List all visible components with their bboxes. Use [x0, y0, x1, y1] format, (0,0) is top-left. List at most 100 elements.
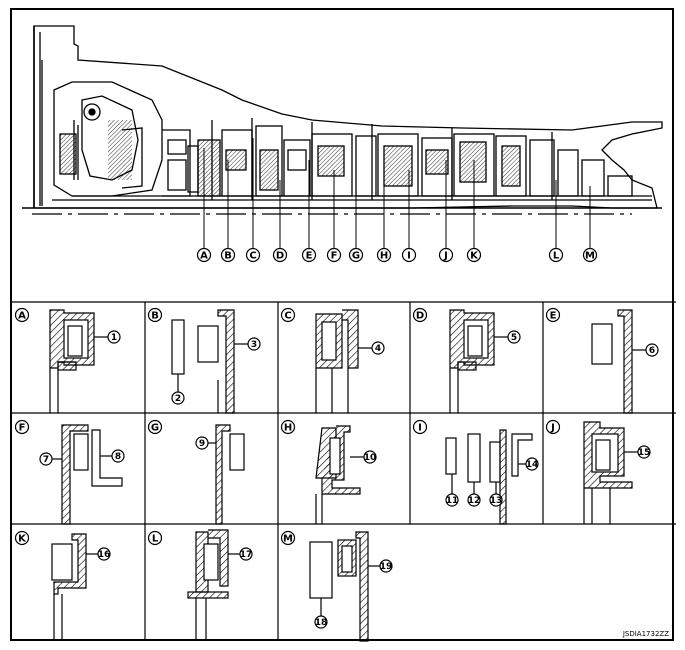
svg-text:5: 5	[511, 333, 517, 343]
panel-letter-g: G	[147, 419, 163, 435]
svg-text:J: J	[443, 251, 448, 262]
svg-text:G: G	[151, 423, 159, 434]
part-number-6: 6	[645, 343, 659, 357]
svg-text:F: F	[331, 251, 338, 262]
svg-text:16: 16	[98, 550, 111, 560]
part-number-19: 19	[379, 559, 393, 573]
detail-panel-m	[309, 531, 380, 642]
svg-text:7: 7	[43, 455, 49, 465]
diagram-frame: A B C D E F G H I J K L M	[10, 8, 676, 642]
svg-text:14: 14	[526, 460, 539, 470]
svg-text:I: I	[407, 251, 411, 262]
detail-panel-b	[171, 309, 248, 414]
callout-f: F	[326, 247, 342, 263]
detail-panel-d	[449, 309, 508, 413]
svg-text:H: H	[380, 251, 388, 262]
svg-text:M: M	[283, 534, 293, 545]
panel-letter-c: C	[280, 307, 296, 323]
callout-d: D	[272, 247, 288, 263]
svg-text:18: 18	[315, 618, 328, 628]
svg-text:6: 6	[649, 346, 655, 356]
callout-h: H	[376, 247, 392, 263]
svg-text:13: 13	[490, 496, 503, 506]
detail-panel-j	[583, 421, 638, 524]
detail-panel-c	[315, 309, 372, 413]
callout-c: C	[245, 247, 261, 263]
svg-text:H: H	[284, 423, 292, 434]
svg-text:1: 1	[111, 333, 117, 343]
svg-text:10: 10	[364, 453, 377, 463]
svg-text:F: F	[19, 423, 26, 434]
svg-text:4: 4	[375, 344, 381, 354]
svg-text:9: 9	[199, 439, 205, 449]
detail-panel-f	[52, 424, 123, 525]
detail-grid	[12, 301, 676, 641]
part-number-15: 15	[637, 445, 651, 459]
svg-text:2: 2	[175, 394, 181, 404]
callout-j: J	[438, 247, 454, 263]
callout-b: B	[220, 247, 236, 263]
part-number-12: 12	[467, 493, 481, 507]
part-number-10: 10	[363, 450, 377, 464]
svg-text:A: A	[200, 251, 208, 262]
detail-panel-a	[49, 309, 108, 413]
svg-text:K: K	[470, 251, 479, 262]
part-number-17: 17	[239, 547, 253, 561]
panel-letter-m: M	[280, 530, 296, 546]
part-number-3: 3	[247, 337, 261, 351]
callout-i: I	[401, 247, 417, 263]
callout-a: A	[196, 247, 212, 263]
svg-text:D: D	[416, 311, 424, 322]
svg-text:3: 3	[251, 340, 257, 350]
svg-text:J: J	[550, 423, 555, 434]
svg-text:L: L	[553, 251, 560, 262]
panel-letter-a: A	[14, 307, 30, 323]
svg-text:15: 15	[638, 448, 651, 458]
panel-letter-f: F	[14, 419, 30, 435]
svg-text:C: C	[249, 251, 256, 262]
svg-text:A: A	[18, 311, 26, 322]
svg-text:17: 17	[240, 550, 253, 560]
detail-panel-h	[315, 425, 364, 524]
svg-text:K: K	[18, 534, 27, 545]
callout-m: M	[582, 247, 598, 263]
svg-text:19: 19	[380, 562, 393, 572]
detail-panel-l	[187, 529, 240, 641]
svg-text:11: 11	[446, 496, 459, 506]
part-number-18: 18	[314, 615, 328, 629]
callout-g: G	[348, 247, 364, 263]
diagram-code: JSDIA1732ZZ	[622, 630, 669, 638]
detail-panel-e	[591, 309, 646, 414]
part-number-4: 4	[371, 341, 385, 355]
panel-letter-b: B	[147, 307, 163, 323]
svg-text:12: 12	[468, 496, 481, 506]
panel-letter-l: L	[147, 530, 163, 546]
svg-text:E: E	[306, 251, 313, 262]
svg-text:B: B	[224, 251, 232, 262]
svg-text:E: E	[550, 311, 557, 322]
svg-text:B: B	[151, 311, 159, 322]
panel-letter-e: E	[545, 307, 561, 323]
svg-text:C: C	[284, 311, 291, 322]
svg-text:8: 8	[115, 452, 121, 462]
panel-letter-d: D	[412, 307, 428, 323]
panel-letter-h: H	[280, 419, 296, 435]
part-number-8: 8	[111, 449, 125, 463]
part-number-16: 16	[97, 547, 111, 561]
part-number-7: 7	[39, 452, 53, 466]
callout-e: E	[301, 247, 317, 263]
svg-text:L: L	[152, 534, 159, 545]
detail-panel-g	[208, 424, 245, 525]
svg-text:I: I	[418, 423, 422, 434]
part-number-1: 1	[107, 330, 121, 344]
part-number-14: 14	[525, 457, 539, 471]
svg-text:G: G	[352, 251, 360, 262]
panel-letter-k: K	[14, 530, 30, 546]
cross-section-view	[22, 25, 663, 215]
part-number-2: 2	[171, 391, 185, 405]
svg-text:M: M	[585, 251, 595, 262]
detail-panel-k	[51, 533, 98, 641]
detail-panel-i	[445, 429, 533, 525]
part-number-9: 9	[195, 436, 209, 450]
panel-letter-j: J	[545, 419, 561, 435]
